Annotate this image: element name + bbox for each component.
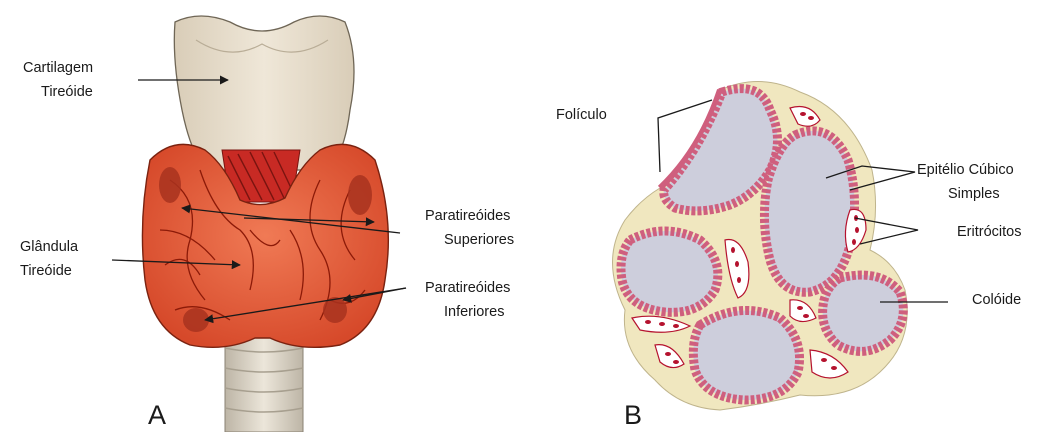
label-superior-2: Superiores — [444, 232, 514, 248]
label-erythrocytes: Eritrócitos — [957, 224, 1021, 240]
label-superior: Paratireóides — [425, 208, 510, 224]
label-epithelium: Epitélio Cúbico — [917, 162, 1014, 178]
parathyroid-superior-right — [348, 175, 372, 215]
follicle-left — [621, 231, 718, 312]
label-cartilage-2: Tireóide — [41, 84, 93, 100]
label-cartilage: Cartilagem — [23, 60, 93, 76]
label-gland: Glândula — [20, 239, 79, 255]
label-follicle: Folículo — [556, 107, 607, 123]
label-inferior-2: Inferiores — [444, 304, 504, 320]
follicle-right — [823, 275, 904, 351]
label-colloid: Colóide — [972, 292, 1021, 308]
follicle-bottom — [693, 310, 799, 400]
panel-letter-a: A — [148, 400, 166, 430]
panel-a: Cartilagem Tireóide Glândula Tireóide Pa… — [20, 16, 514, 432]
panel-letter-b: B — [624, 400, 642, 430]
panel-b: Folículo Epitélio Cúbico Simples Eritróc… — [556, 81, 1021, 430]
label-inferior: Paratireóides — [425, 280, 510, 296]
follicle-tall — [764, 131, 854, 292]
parathyroid-superior-left — [159, 167, 181, 203]
label-epithelium-2: Simples — [948, 186, 1000, 202]
label-gland-2: Tireóide — [20, 263, 72, 279]
